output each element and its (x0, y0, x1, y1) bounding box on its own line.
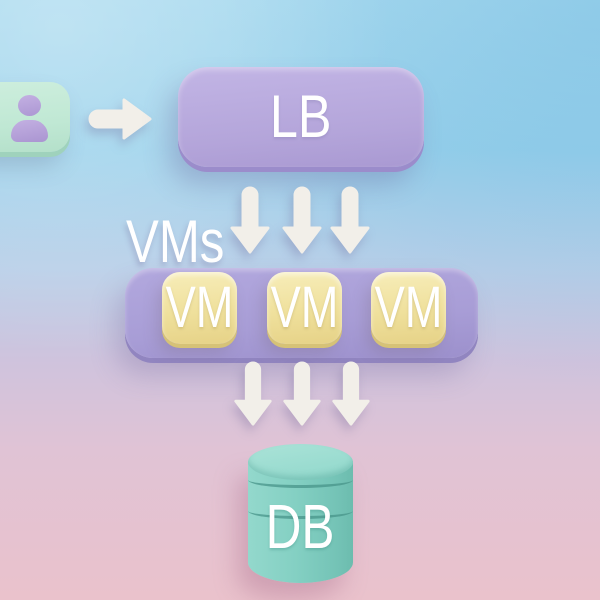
lb-node: LB (178, 67, 424, 167)
vm-node: VM (162, 272, 237, 344)
db-groove (248, 503, 353, 519)
db-label-wrap: DB (248, 482, 353, 574)
db-label: DB (266, 493, 335, 562)
person-head (18, 95, 41, 116)
db-cylinder-top (248, 444, 353, 480)
vm-group-bar: VM VM VM (125, 268, 478, 358)
user-card (0, 82, 70, 152)
vm-node: VM (267, 272, 342, 344)
arrow-down-icon (330, 186, 370, 254)
person-body (11, 120, 48, 142)
arrow-right-icon (88, 98, 152, 140)
arrow-down-icon (230, 186, 270, 254)
arrow-down-icon (283, 361, 321, 426)
arrow-down-icon (332, 361, 370, 426)
vms-label: VMs (126, 208, 225, 275)
vm-label: VM (270, 275, 339, 340)
db-node: DB (248, 444, 353, 586)
db-groove (248, 472, 353, 488)
vm-label: VM (165, 275, 234, 340)
arrow-down-icon (282, 186, 322, 254)
arrow-down-icon (234, 361, 272, 426)
lb-label: LB (270, 83, 332, 150)
vm-label: VM (374, 275, 443, 340)
vm-node: VM (371, 272, 446, 344)
